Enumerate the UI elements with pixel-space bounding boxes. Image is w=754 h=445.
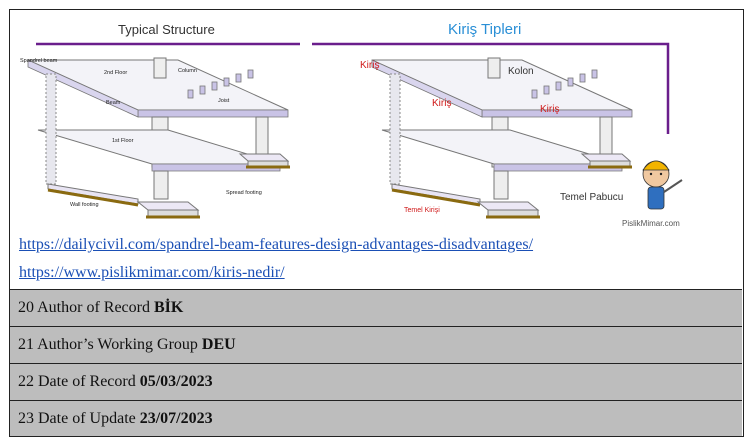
label-kolon: Kolon [508,66,534,77]
left-title: Typical Structure [118,22,215,37]
label-beam: Beam [106,100,121,106]
label-floor1: 1st Floor [112,138,134,144]
label-joist: Joist [218,98,230,104]
structure-illustration: Typical Structure [18,14,688,235]
record-value: DEU [201,336,236,353]
label-kiris-1: Kiriş [360,60,379,71]
reference-link-dailycivil[interactable]: https://dailycivil.com/spandrel-beam-fea… [19,236,534,253]
worker-mascot [642,160,683,210]
record-label: 21 Author’s Working Group [18,336,198,353]
label-kiris-2: Kiriş [432,98,451,109]
beam-types-figure: Typical Structure [18,14,688,235]
left-panel: Typical Structure [18,14,302,235]
reference-link-pislikmimar[interactable]: https://www.pislikmimar.com/kiris-nedir/ [19,264,285,281]
label-temel-kirisi: Temel Kirişi [404,207,440,214]
label-kiris-3: Kiriş [540,104,559,115]
record-frame: Typical Structure [9,9,744,437]
record-value: 05/03/2023 [139,373,213,390]
label-wall-footing: Wall footing [70,202,99,208]
figure-section: Typical Structure [10,10,742,289]
record-label: 20 Author of Record [18,299,150,316]
record-value: 23/07/2023 [139,409,213,427]
label-floor2: 2nd Floor [104,70,127,76]
record-label: 22 Date of Record [18,373,136,390]
record-label: 23 Date of Update [18,409,136,427]
label-column: Column [178,68,197,74]
watermark: PislikMimar.com [622,219,680,228]
label-spandrel: Spandrel beam [20,58,58,64]
label-spread-footing: Spread footing [226,190,262,196]
right-title: Kiriş Tipleri [448,21,521,38]
label-temel-pabucu: Temel Pabucu [560,192,623,203]
right-panel: Kiriş Tipleri [310,14,688,235]
record-value: BİK [153,299,184,316]
